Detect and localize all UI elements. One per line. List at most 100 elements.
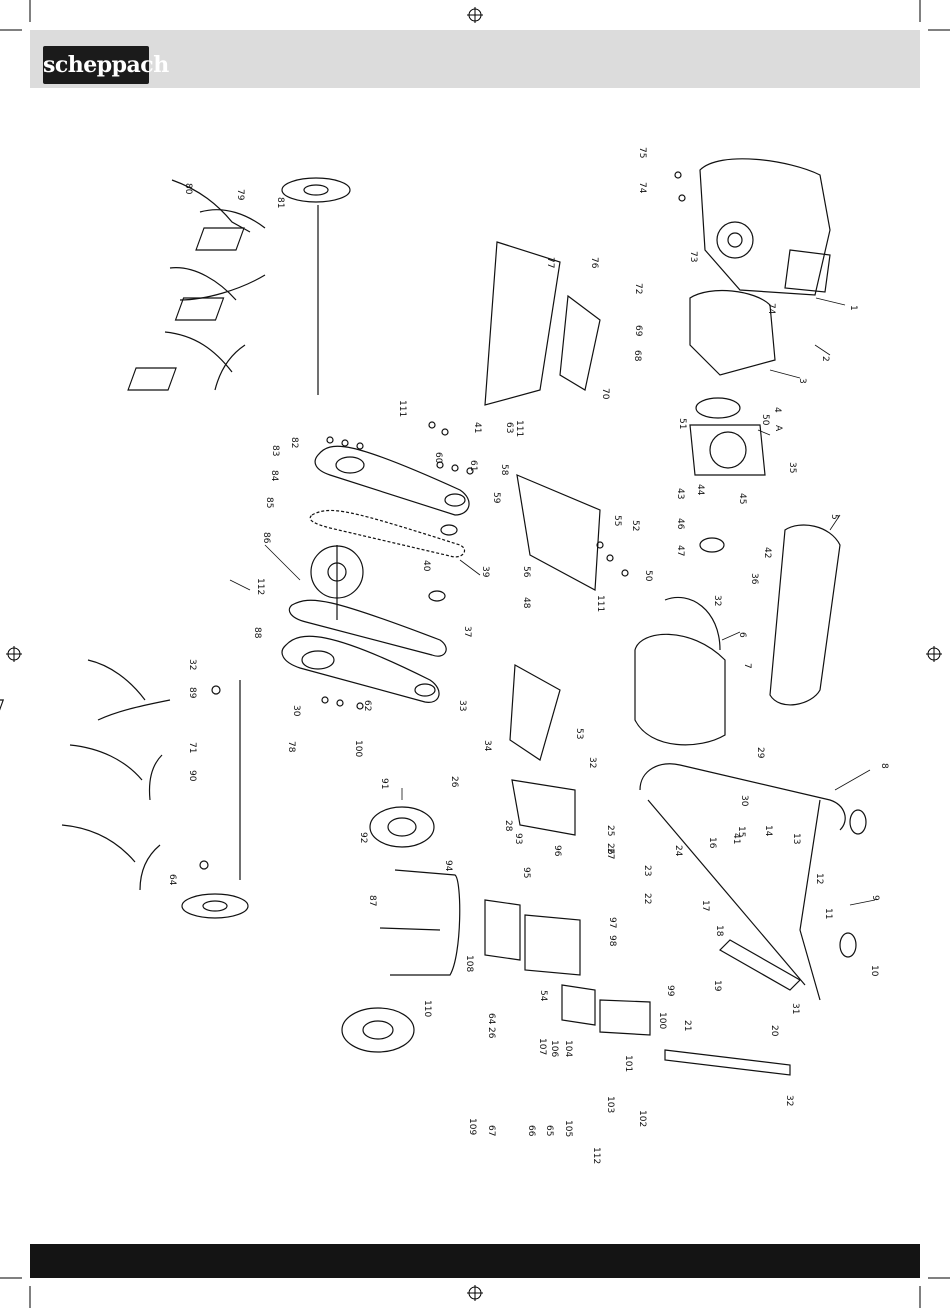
callout-71: 71 bbox=[187, 742, 197, 753]
callout-32c: 32 bbox=[784, 1095, 794, 1106]
callout-63: 63 bbox=[504, 422, 514, 433]
callout-94: 94 bbox=[443, 860, 453, 872]
callout-52: 52 bbox=[630, 520, 640, 531]
callout-88: 88 bbox=[252, 627, 262, 639]
handle-assembly bbox=[639, 763, 867, 1076]
callout-84: 84 bbox=[269, 470, 279, 482]
callout-76: 76 bbox=[589, 257, 599, 269]
callout-50b: 50 bbox=[643, 570, 653, 582]
fasteners bbox=[199, 171, 686, 870]
callout-1: 1 bbox=[848, 305, 858, 311]
callout-90: 90 bbox=[187, 770, 197, 782]
callout-43: 43 bbox=[675, 488, 685, 499]
callout-104: 104 bbox=[563, 1040, 573, 1057]
callout-111c: 111 bbox=[595, 595, 605, 612]
callout-10: 10 bbox=[869, 965, 879, 977]
callout-41b: 41 bbox=[731, 833, 741, 844]
callout-48: 48 bbox=[521, 597, 531, 609]
callout-30b: 30 bbox=[291, 705, 301, 717]
callout-68: 68 bbox=[632, 350, 642, 362]
callout-64b: 64 bbox=[486, 1013, 496, 1025]
callout-62: 62 bbox=[362, 700, 372, 711]
callout-99: 99 bbox=[665, 985, 675, 997]
callout-93: 93 bbox=[513, 833, 523, 844]
callout-95: 95 bbox=[521, 867, 531, 878]
registration-mark-left bbox=[6, 646, 22, 662]
callout-78: 78 bbox=[286, 741, 296, 753]
callout-36: 36 bbox=[749, 573, 759, 585]
callout-21: 21 bbox=[682, 1020, 692, 1031]
callout-110: 110 bbox=[422, 1000, 432, 1017]
callout-41a: 41 bbox=[472, 422, 482, 433]
center-frame bbox=[484, 241, 651, 1036]
callout-32b: 32 bbox=[587, 757, 597, 768]
callout-47: 47 bbox=[675, 545, 685, 556]
callout-60: 60 bbox=[433, 452, 443, 464]
callout-56: 56 bbox=[521, 566, 531, 578]
callout-40: 40 bbox=[421, 560, 431, 572]
callout-97: 97 bbox=[607, 917, 617, 928]
callout-87: 87 bbox=[367, 895, 377, 906]
callout-79: 79 bbox=[235, 189, 245, 201]
callout-91: 91 bbox=[379, 778, 389, 789]
callout-24: 24 bbox=[673, 845, 683, 857]
callout-80: 80 bbox=[183, 183, 193, 195]
callout-5: 5 bbox=[829, 514, 839, 520]
callout-111a: 111 bbox=[397, 400, 407, 417]
callout-58: 58 bbox=[499, 464, 509, 476]
callout-25: 25 bbox=[605, 825, 615, 836]
callout-16: 16 bbox=[707, 837, 717, 849]
callout-81: 81 bbox=[275, 197, 285, 208]
header-band bbox=[30, 30, 920, 88]
callout-17: 17 bbox=[700, 900, 710, 911]
callout-2: 2 bbox=[820, 356, 830, 362]
callout-100b: 100 bbox=[353, 740, 363, 757]
callout-83: 83 bbox=[270, 445, 280, 456]
callout-112a: 112 bbox=[255, 578, 265, 595]
callout-106: 106 bbox=[549, 1040, 559, 1057]
callout-108: 108 bbox=[464, 955, 474, 972]
callout-50a: 50 bbox=[760, 414, 770, 426]
callout-69: 69 bbox=[633, 325, 643, 337]
callout-4: 4 bbox=[772, 407, 782, 413]
callout-39: 39 bbox=[480, 566, 490, 578]
callout-61: 61 bbox=[468, 460, 478, 471]
callout-75: 75 bbox=[637, 147, 647, 158]
callout-74a: 74 bbox=[637, 182, 647, 194]
callout-92: 92 bbox=[358, 832, 368, 843]
callout-64a: 64 bbox=[167, 874, 177, 886]
callout-35: 35 bbox=[787, 462, 797, 473]
callout-32d: 32 bbox=[187, 659, 197, 670]
callout-59: 59 bbox=[491, 492, 501, 504]
callout-7: 7 bbox=[742, 663, 752, 669]
callout-45: 45 bbox=[737, 493, 747, 504]
callout-100a: 100 bbox=[657, 1012, 667, 1029]
callout-34: 34 bbox=[482, 740, 492, 752]
wheel-assembly bbox=[341, 806, 461, 1053]
callout-73: 73 bbox=[688, 251, 698, 262]
callout-6: 6 bbox=[737, 632, 747, 638]
callout-8: 8 bbox=[879, 763, 889, 769]
callout-67: 67 bbox=[486, 1125, 496, 1136]
registration-mark-bottom bbox=[467, 1285, 483, 1301]
callout-96: 96 bbox=[552, 845, 562, 857]
callout-20: 20 bbox=[769, 1025, 779, 1037]
callout-107: 107 bbox=[537, 1038, 547, 1055]
callout-9: 9 bbox=[870, 895, 880, 901]
callout-27: 27 bbox=[605, 848, 615, 859]
registration-mark-right bbox=[926, 646, 942, 662]
callout-15: 15 bbox=[736, 826, 746, 837]
callout-A: A bbox=[773, 425, 783, 432]
callout-31: 31 bbox=[790, 1003, 800, 1014]
callout-42: 42 bbox=[762, 547, 772, 558]
callout-86: 86 bbox=[261, 532, 271, 544]
callout-33: 33 bbox=[457, 700, 467, 711]
callout-109: 109 bbox=[467, 1118, 477, 1135]
callout-77: 77 bbox=[545, 257, 555, 268]
callout-98: 98 bbox=[607, 935, 617, 947]
callout-111b: 111 bbox=[514, 420, 524, 437]
brand-logo: scheppach bbox=[43, 46, 169, 84]
callout-37: 37 bbox=[462, 626, 472, 637]
callout-85: 85 bbox=[264, 497, 274, 508]
